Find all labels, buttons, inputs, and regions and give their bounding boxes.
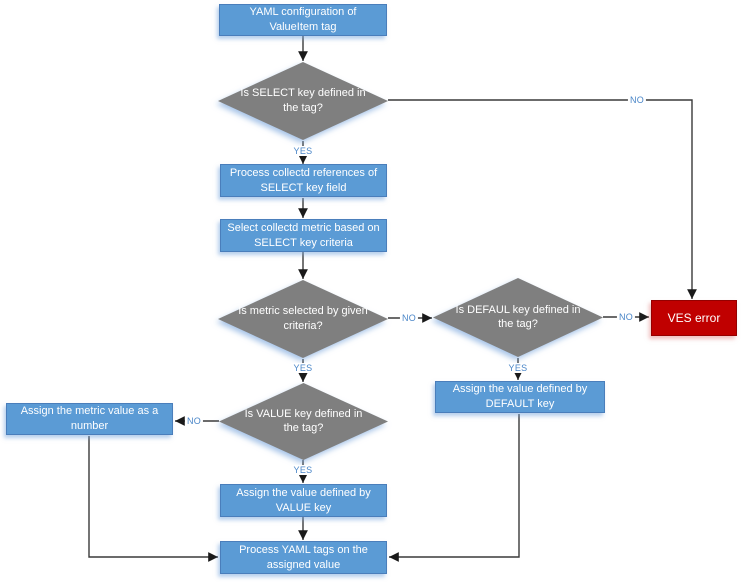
decision-value-key: Is VALUE key defined in the tag?	[219, 383, 388, 460]
node-select-metric-label: Select collectd metric based on SELECT k…	[227, 221, 380, 249]
decision-default-key-label: Is DEFAUL key defined in the tag?	[455, 303, 581, 331]
node-assign-number-label: Assign the metric value as a number	[20, 405, 159, 432]
node-assign-number: Assign the metric value as a number	[6, 403, 173, 435]
edge-number-to-yaml	[88, 436, 218, 562]
decision-default-key: Is DEFAUL key defined in the tag?	[433, 278, 603, 357]
edge-select-no-to-error	[388, 99, 697, 299]
node-process-references-label: Process collectd references of SELECT ke…	[229, 166, 378, 194]
node-process-references: Process collectd references of SELECT ke…	[220, 164, 387, 197]
edge-label-yes-select: YES	[291, 146, 315, 156]
node-ves-error: VES error	[651, 300, 737, 336]
decision-select-key: Is SELECT key defined in the tag?	[218, 62, 388, 140]
node-assign-default: Assign the value defined by DEFAULT key	[435, 381, 605, 413]
decision-metric-selected-label: Is metric selected by given criteria?	[238, 305, 368, 332]
edge-label-no-metric: NO	[399, 313, 419, 323]
edge-label-yes-metric: YES	[291, 363, 315, 373]
node-select-metric: Select collectd metric based on SELECT k…	[220, 219, 387, 252]
edge-label-no-value: NO	[184, 416, 204, 426]
edge-label-no-default: NO	[616, 312, 636, 322]
node-start: YAML configuration of ValueItem tag	[219, 4, 387, 36]
edge-label-no-select: NO	[627, 95, 647, 105]
node-process-yaml: Process YAML tags on the assigned value	[220, 541, 387, 574]
decision-metric-selected: Is metric selected by given criteria?	[218, 280, 388, 358]
node-start-label: YAML configuration of ValueItem tag	[249, 6, 357, 33]
decision-select-key-label: Is SELECT key defined in the tag?	[240, 87, 366, 114]
node-ves-error-label: VES error	[667, 310, 721, 325]
edge-defaultkey-to-yaml	[389, 414, 520, 562]
decision-value-key-label: Is VALUE key defined in the tag?	[244, 407, 363, 435]
edge-label-yes-value: YES	[291, 465, 315, 475]
edge-label-yes-default: YES	[506, 363, 530, 373]
node-assign-value: Assign the value defined by VALUE key	[220, 484, 387, 517]
node-process-yaml-label: Process YAML tags on the assigned value	[239, 543, 368, 571]
node-assign-default-label: Assign the value defined by DEFAULT key	[452, 383, 588, 410]
node-assign-value-label: Assign the value defined by VALUE key	[236, 486, 371, 514]
